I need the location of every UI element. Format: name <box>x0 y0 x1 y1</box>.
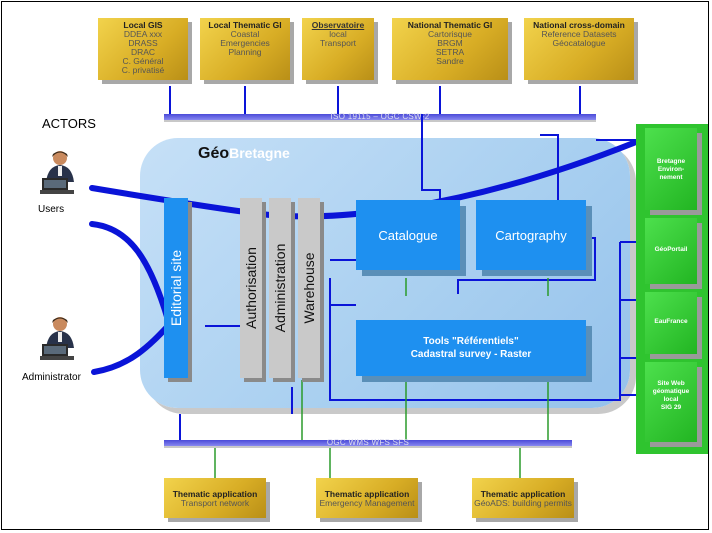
app-subtitle: Emergency Management <box>319 498 415 508</box>
source-line: DDEA xxx <box>123 29 163 39</box>
app-subtitle: GéoADS: building permits <box>474 498 572 508</box>
app-transport: Thematic application Transport network <box>164 478 266 518</box>
source-local-thematic: Local Thematic GI Coastal Emergencies Pl… <box>200 18 290 80</box>
portal-geoportail: GéoPortail <box>645 218 697 284</box>
portal-line: GéoPortail <box>654 246 688 253</box>
user-person-icon <box>40 151 74 194</box>
source-title: National Thematic GI <box>407 20 493 30</box>
portal-line: géomatique <box>652 388 690 395</box>
source-title: Local Thematic GI <box>208 20 282 30</box>
editorial-site-label: Editorial site <box>168 249 184 327</box>
source-line: Sandre <box>436 56 464 66</box>
source-title: Observatoire <box>311 20 365 30</box>
source-line: local <box>329 29 347 39</box>
portal-line: SIG 29 <box>660 404 682 411</box>
source-line: BRGM <box>437 38 463 48</box>
app-title: Thematic application <box>324 489 410 499</box>
portal-site-web-sig29: Site Web géomatique local SIG 29 <box>645 362 697 442</box>
source-line: Emergencies <box>220 38 270 48</box>
source-line: SETRA <box>435 47 465 57</box>
editorial-site-bar: Editorial site <box>164 198 188 378</box>
catalogue-label: Catalogue <box>378 228 438 243</box>
portal-line: local <box>663 396 679 403</box>
source-national-cross-domain: National cross-domain Reference Datasets… <box>524 18 634 80</box>
top-bus-label: ISO 19115 – OGC CSW-2 <box>330 112 430 121</box>
portal-eaufrance: EauFrance <box>645 292 697 354</box>
source-local-gis: Local GIS DDEA xxx DRASS DRAC C. Général… <box>98 18 188 80</box>
source-line: Cartorisque <box>428 29 472 39</box>
portal-line: Bretagne <box>656 158 686 165</box>
source-line: Coastal <box>230 29 260 39</box>
portal-line: Environ- <box>657 166 685 173</box>
app-emergency: Thematic application Emergency Managemen… <box>316 478 418 518</box>
warehouse-label: Warehouse <box>301 252 317 324</box>
administration-label: Administration <box>272 243 288 333</box>
source-line: DRAC <box>130 47 156 57</box>
portal-line: EauFrance <box>654 318 688 325</box>
cartography-box: Cartography <box>476 200 586 270</box>
portal-bretagne-environnement: Bretagne Environ- nement <box>645 128 697 210</box>
source-line: Transport <box>319 38 357 48</box>
source-title: National cross-domain <box>533 20 625 30</box>
platform-title-geo: Géo <box>198 145 230 162</box>
administration-bar: Administration <box>269 198 291 378</box>
source-line: Géocatalogue <box>552 38 606 48</box>
app-subtitle: Transport network <box>180 498 250 508</box>
authorisation-label: Authorisation <box>243 247 259 329</box>
source-line: DRASS <box>128 38 158 48</box>
tools-line1: Tools "Référentiels" <box>423 336 519 347</box>
app-title: Thematic application <box>172 489 258 499</box>
portal-line: Site Web <box>657 380 685 387</box>
authorisation-bar: Authorisation <box>240 198 262 378</box>
app-geoads: Thematic application GéoADS: building pe… <box>472 478 574 518</box>
source-national-thematic: National Thematic GI Cartorisque BRGM SE… <box>392 18 508 80</box>
source-observatoire: Observatoire local Transport <box>302 18 374 80</box>
administrator-label: Administrator <box>22 372 81 383</box>
actors-heading: ACTORS <box>42 116 96 131</box>
tools-line2: Cadastral survey - Raster <box>410 349 532 360</box>
portal-line: nement <box>659 174 683 181</box>
top-bus <box>164 114 596 120</box>
bottom-bus-label: OGC WMS WFS SFS <box>326 438 410 447</box>
platform-title: GéoBretagne <box>198 145 290 163</box>
administrator-person-icon <box>40 317 74 360</box>
platform-title-bretagne: Bretagne <box>229 145 290 161</box>
catalogue-box: Catalogue <box>356 200 460 270</box>
app-title: Thematic application <box>480 489 566 499</box>
source-line: C. privatisé <box>121 65 165 75</box>
source-title: Local GIS <box>123 20 163 30</box>
warehouse-bar: Warehouse <box>298 198 320 378</box>
source-line: Planning <box>228 47 262 57</box>
source-line: Reference Datasets <box>541 29 617 39</box>
source-line: C. Général <box>122 56 164 66</box>
bottom-bus <box>164 440 572 446</box>
tools-box: Tools "Référentiels" Cadastral survey - … <box>356 320 586 376</box>
cartography-label: Cartography <box>495 228 567 243</box>
users-label: Users <box>38 204 65 215</box>
